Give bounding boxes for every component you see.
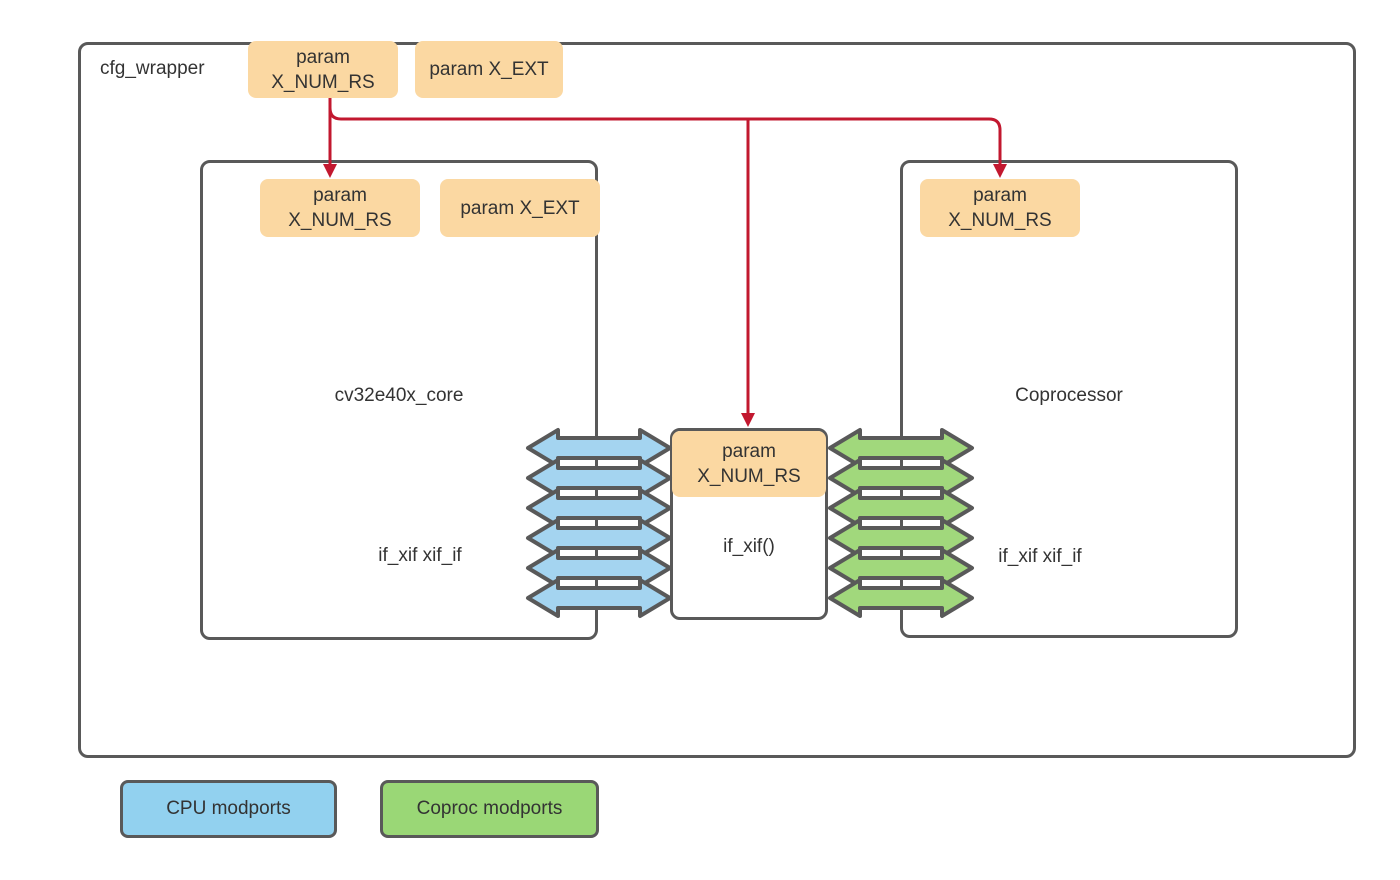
xif-label: if_xif() — [723, 536, 775, 557]
coprocessor-interface-label: if_xif xif_if — [998, 546, 1082, 567]
legend-cpu-label: CPU modports — [166, 798, 291, 819]
legend-cpu-modports: CPU modports — [120, 780, 337, 838]
legend-coproc-label: Coproc modports — [416, 798, 563, 819]
core-label: cv32e40x_core — [334, 385, 464, 406]
param-chip-xif-x-num-rs: param X_NUM_RS — [672, 431, 826, 497]
param-chip-coproc-x-num-rs: param X_NUM_RS — [920, 179, 1080, 237]
param-chip-wrapper-x-ext: param X_EXT — [415, 41, 563, 98]
param-chip-core-x-ext: param X_EXT — [440, 179, 600, 237]
core-interface-label: if_xif xif_if — [378, 545, 462, 566]
param-chip-wrapper-x-num-rs: param X_NUM_RS — [248, 41, 398, 98]
cfg-wrapper-label: cfg_wrapper — [100, 58, 205, 79]
legend-coproc-modports: Coproc modports — [380, 780, 599, 838]
param-chip-core-x-num-rs: param X_NUM_RS — [260, 179, 420, 237]
coprocessor-label: Coprocessor — [1015, 385, 1123, 406]
